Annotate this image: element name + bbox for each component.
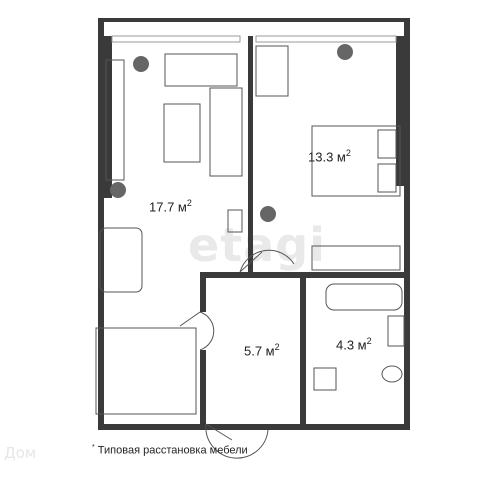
plants xyxy=(110,44,353,222)
dining-table xyxy=(99,227,143,293)
wall-hall-left-lower xyxy=(200,350,206,424)
doors xyxy=(179,249,295,459)
corner-watermark: Дом xyxy=(4,444,37,462)
wall-right-outer xyxy=(404,18,410,430)
toilet xyxy=(381,365,403,383)
pillow-2 xyxy=(377,163,397,193)
watermark: etagi xyxy=(188,218,326,272)
wall-top xyxy=(98,18,410,22)
bathroom-fixtures xyxy=(313,283,405,391)
sink xyxy=(387,315,405,347)
bedroom-furniture xyxy=(255,45,401,271)
wall-pillar-right xyxy=(396,36,410,186)
bed xyxy=(311,125,401,197)
door-bedroom xyxy=(239,249,295,273)
washer xyxy=(313,367,337,391)
windows xyxy=(111,35,397,43)
pillow-1 xyxy=(377,129,397,159)
wall-living-bedroom xyxy=(248,36,253,272)
living-room-area: 17.7 м2 xyxy=(149,198,192,215)
sofa-top xyxy=(164,53,238,87)
door-entrance xyxy=(205,423,269,459)
walls xyxy=(98,18,410,430)
wall-left-outer xyxy=(98,18,104,430)
bathtub xyxy=(325,283,403,311)
hall-area: 5.7 м2 xyxy=(244,342,280,359)
wall-hall-left xyxy=(200,272,206,312)
plant-icon xyxy=(260,206,276,222)
plant-icon xyxy=(110,182,126,198)
side-cabinet xyxy=(227,209,243,233)
kitchen-counter xyxy=(95,327,197,415)
window-bedroom xyxy=(255,35,397,43)
wall-pillar-left xyxy=(98,36,112,198)
plant-icon xyxy=(337,44,353,60)
plant-icon xyxy=(133,56,149,72)
wall-hall-top xyxy=(200,272,300,278)
desk xyxy=(255,45,289,97)
bathroom-area: 4.3 м2 xyxy=(336,336,372,353)
wall-bath-top xyxy=(300,272,410,278)
window-living xyxy=(111,35,241,43)
wall-bottom xyxy=(98,424,410,430)
living-furniture xyxy=(95,53,243,415)
bedroom-area: 13.3 м2 xyxy=(308,148,351,165)
door-hall-kitchen xyxy=(179,311,215,351)
wardrobe xyxy=(311,245,401,271)
sofa-side xyxy=(209,87,243,177)
coffee-table xyxy=(163,103,201,163)
furniture-footnote: * Типовая расстановка мебели xyxy=(92,444,248,457)
wall-hall-bath xyxy=(300,272,306,424)
tv-stand xyxy=(105,59,125,181)
